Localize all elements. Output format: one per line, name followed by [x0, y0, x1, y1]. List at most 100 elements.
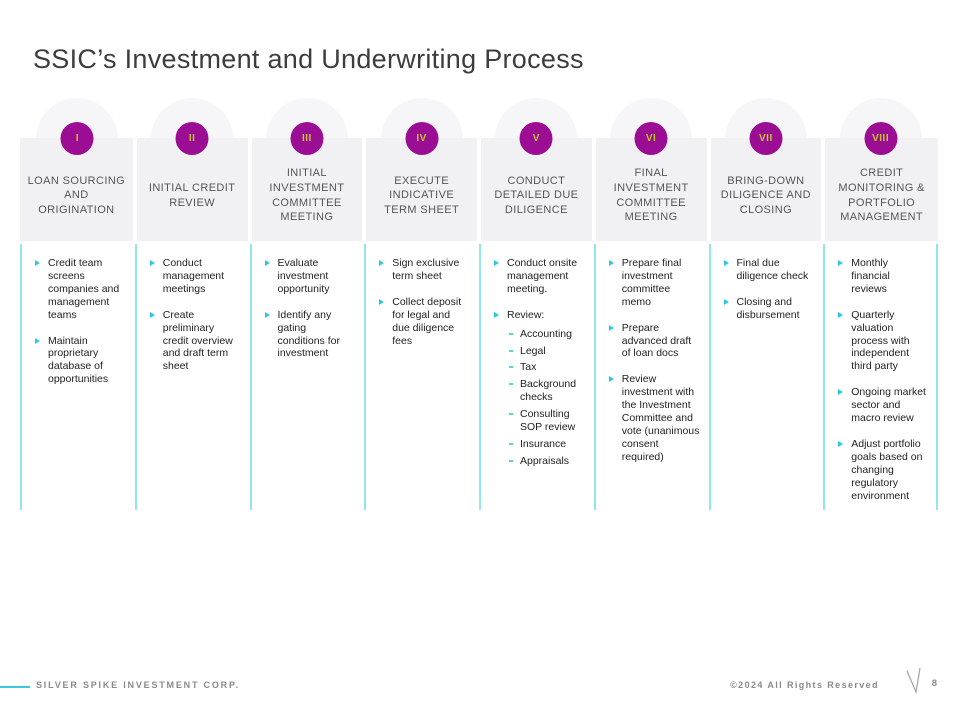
page-number: 8 [931, 678, 937, 689]
list-item: Quarterly valuation process with indepen… [838, 309, 927, 374]
dash-bullet-icon [509, 332, 513, 335]
bullet-text: Monthly financial reviews [851, 257, 890, 295]
list-item: Identify any gating conditions for inves… [264, 308, 356, 361]
bullet-text: Conduct management meetings [162, 257, 225, 295]
step-header: BRING-DOWN DILIGENCE AND CLOSING [710, 138, 822, 241]
sub-bullet-text: Accounting [520, 327, 572, 340]
list-item: Conduct onsite management meeting. [494, 257, 585, 296]
bullet-text: Sign exclusive term sheet [392, 257, 460, 282]
bullet-text-group: Review: Accounting Legal [507, 309, 585, 472]
step-body: Evaluate investment opportunity Identify… [249, 244, 365, 510]
dash-bullet-icon [509, 366, 513, 369]
dash-bullet-icon [509, 413, 513, 416]
step-header: EXECUTE INDICATIVE TERM SHEET [366, 138, 477, 241]
step-body: Final due diligence check Closing and di… [708, 244, 824, 510]
bullet-text: Evaluate investment opportunity [277, 257, 330, 295]
sub-bullet-text: Insurance [520, 437, 567, 450]
process-columns: I LOAN SOURCING AND ORIGINATION Credit t… [20, 98, 938, 510]
triangle-bullet-icon [149, 260, 155, 266]
sub-list-item: Appraisals [509, 455, 585, 468]
step-header: INITIAL INVESTMENT COMMITTEE MEETING [251, 138, 363, 241]
bullet-text: Credit team screens companies and manage… [48, 257, 120, 321]
bullet-text: Create preliminary credit overview and d… [162, 308, 233, 373]
sub-list-item: Background checks [509, 378, 585, 404]
process-step-4: IV EXECUTE INDICATIVE TERM SHEET Sign ex… [364, 98, 479, 510]
bullet-text: Adjust portfolio goals based on changing… [851, 437, 923, 502]
list-item: Prepare final investment committee memo [608, 257, 700, 309]
sub-bullet-text: Tax [520, 361, 537, 374]
sub-list-item: Consulting SOP review [509, 408, 585, 434]
process-step-5: V CONDUCT DETAILED DUE DILIGENCE Conduct… [479, 98, 594, 510]
sub-bullet-text: Legal [520, 344, 546, 357]
list-item: Credit team screens companies and manage… [35, 257, 126, 322]
list-item: Evaluate investment opportunity [264, 257, 356, 296]
step-numeral-badge: II [175, 122, 209, 155]
step-numeral-badge: I [60, 122, 94, 155]
step-header: CREDIT MONITORING & PORTFOLIO MANAGEMENT [825, 138, 938, 241]
step-numeral-badge: IV [405, 122, 439, 155]
triangle-bullet-icon [149, 311, 155, 318]
bullet-text: Review investment with the Investment Co… [621, 373, 700, 463]
triangle-bullet-icon [838, 311, 844, 318]
step-header: INITIAL CREDIT REVIEW [136, 138, 248, 241]
process-step-3: III INITIAL INVESTMENT COMMITTEE MEETING… [249, 98, 365, 510]
bullet-text: Prepare advanced draft of loan docs [621, 321, 692, 360]
triangle-bullet-icon [838, 440, 844, 447]
process-step-6: VI FINAL INVESTMENT COMMITTEE MEETING Pr… [593, 98, 709, 510]
step-numeral-badge: VIII [864, 122, 898, 155]
bullet-text: Closing and disbursement [736, 295, 800, 321]
step-body: Conduct onsite management meeting. Revie… [479, 244, 594, 510]
step-numeral-badge: VII [749, 122, 783, 155]
page-title: SSIC’s Investment and Underwriting Proce… [33, 44, 584, 74]
list-item: Create preliminary credit overview and d… [149, 308, 241, 374]
dash-bullet-icon [509, 442, 513, 445]
dash-bullet-icon [509, 349, 513, 352]
process-step-2: II INITIAL CREDIT REVIEW Conduct managem… [134, 98, 250, 510]
step-body: Credit team screens companies and manage… [20, 244, 135, 510]
triangle-bullet-icon [494, 311, 499, 318]
sub-list-item: Tax [509, 361, 585, 374]
list-item: Closing and disbursement [723, 295, 815, 322]
step-body: Conduct management meetings Create preli… [134, 244, 250, 510]
triangle-bullet-icon [35, 260, 40, 266]
step-header: CONDUCT DETAILED DUE DILIGENCE [481, 138, 592, 241]
triangle-bullet-icon [379, 260, 385, 266]
triangle-bullet-icon [264, 260, 270, 266]
triangle-bullet-icon [264, 311, 270, 318]
footer-copyright: ©2024 All Rights Reserved [730, 680, 879, 690]
triangle-bullet-icon [838, 389, 844, 396]
sub-bullet-text: Appraisals [520, 454, 570, 467]
bullet-text: Collect deposit for legal and due dilige… [392, 295, 462, 347]
triangle-bullet-icon [838, 260, 844, 266]
triangle-bullet-icon [723, 260, 729, 266]
list-item: Prepare advanced draft of loan docs [608, 321, 700, 361]
list-item: Conduct management meetings [149, 257, 241, 296]
sub-bullet-text: Consulting SOP review [520, 408, 576, 434]
step-body: Monthly financial reviews Quarterly valu… [823, 244, 938, 510]
list-item: Maintain proprietary database of opportu… [35, 335, 126, 387]
bullet-text: Quarterly valuation process with indepen… [851, 308, 910, 373]
sub-list: Accounting Legal Tax [507, 328, 585, 468]
list-item: Monthly financial reviews [838, 257, 927, 296]
step-numeral-badge: III [290, 122, 324, 155]
bullet-text: Review: [507, 308, 545, 321]
footer-company-name: SILVER SPIKE INVESTMENT CORP. [36, 680, 240, 690]
process-step-1: I LOAN SOURCING AND ORIGINATION Credit t… [20, 98, 135, 510]
step-body: Sign exclusive term sheet Collect deposi… [364, 244, 479, 510]
process-step-7: VII BRING-DOWN DILIGENCE AND CLOSING Fin… [708, 98, 824, 510]
bullet-text: Conduct onsite management meeting. [507, 257, 578, 295]
step-header: FINAL INVESTMENT COMMITTEE MEETING [595, 138, 707, 241]
sub-list-item: Legal [509, 345, 585, 358]
triangle-bullet-icon [723, 298, 729, 305]
bullet-text: Identify any gating conditions for inves… [277, 308, 340, 360]
bullet-text: Prepare final investment committee memo [621, 257, 682, 308]
sub-bullet-text: Background checks [520, 378, 577, 404]
silver-spike-logo-icon [905, 666, 923, 701]
sub-list-item: Insurance [509, 438, 585, 451]
footer-accent-rule [0, 686, 30, 688]
list-item: Collect deposit for legal and due dilige… [379, 296, 470, 348]
sub-list-item: Accounting [509, 328, 585, 341]
bullet-text: Ongoing market sector and macro review [851, 386, 926, 425]
dash-bullet-icon [509, 459, 513, 462]
triangle-bullet-icon [379, 298, 385, 305]
